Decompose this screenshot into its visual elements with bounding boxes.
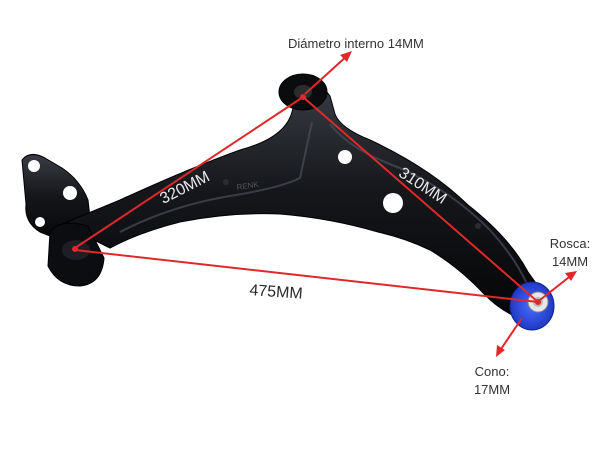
arrowhead-icon <box>340 51 352 62</box>
arrow-cono <box>498 317 523 353</box>
arm-hole <box>338 150 352 164</box>
label-cono: Cono: 17MM <box>468 364 516 397</box>
measure-point <box>300 94 306 100</box>
arrow-rosca <box>539 273 574 301</box>
label-cono-value: 17MM <box>473 382 511 397</box>
arm-stamp: RENK <box>236 180 260 192</box>
label-cono-title: Cono: <box>474 364 510 379</box>
measurement-lines <box>72 51 577 357</box>
label-rosca-title: Rosca: <box>549 236 591 251</box>
ball-joint <box>509 281 555 331</box>
rear-bushing <box>278 73 328 111</box>
arrowhead-icon <box>496 345 505 357</box>
measure-line-310 <box>302 96 539 303</box>
bolt-hole <box>63 186 77 200</box>
control-arm-body <box>60 81 549 323</box>
arrow-diametro <box>304 54 349 95</box>
label-diametro-interno: Diámetro interno 14MM <box>288 36 424 51</box>
bolt-hole <box>35 217 45 227</box>
arm-hole <box>383 193 403 213</box>
arrowhead-icon <box>565 271 577 281</box>
measure-point <box>72 246 78 252</box>
bolt-hole <box>28 160 40 172</box>
label-rosca: Rosca: 14MM <box>546 236 594 269</box>
dimension-475: 475MM <box>248 282 304 303</box>
measure-line-320 <box>74 96 304 249</box>
measure-point <box>535 299 541 305</box>
measure-line-475 <box>74 249 539 303</box>
label-rosca-value: 14MM <box>551 254 589 269</box>
